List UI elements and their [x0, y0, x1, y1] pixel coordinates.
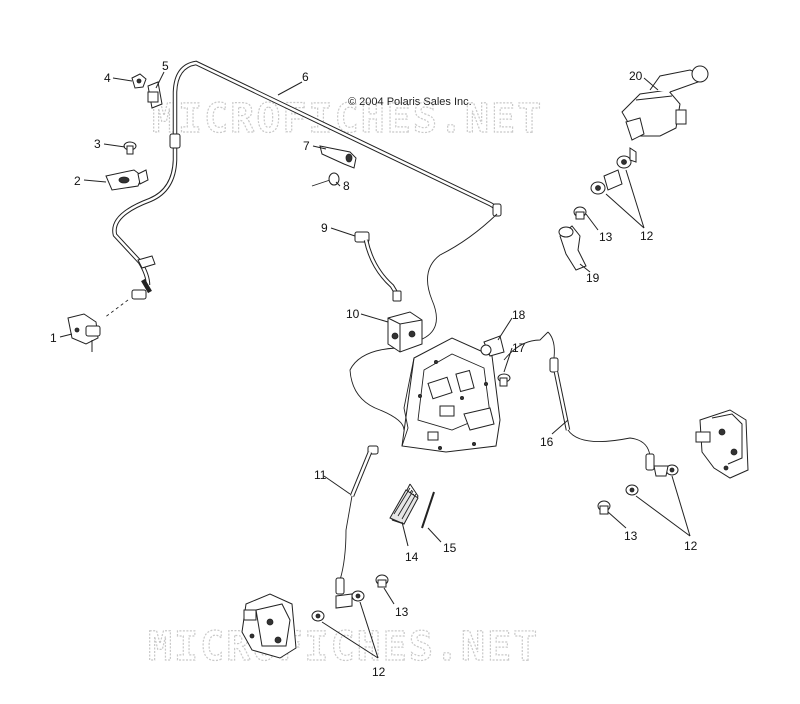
- callout-12-top: 12: [640, 229, 654, 243]
- part-1-tee-block: [67, 313, 101, 352]
- callout-2: 2: [74, 174, 81, 188]
- callout-15: 15: [443, 541, 457, 555]
- part-17-bolt: [497, 373, 511, 387]
- part-13-front-bolt: [375, 574, 389, 588]
- part-18-cap: [480, 335, 505, 357]
- callout-9: 9: [321, 221, 328, 235]
- callout-20: 20: [629, 69, 643, 83]
- part-14-spring: [389, 483, 419, 525]
- callout-12-rear: 12: [684, 539, 698, 553]
- part-12-top-washers: [590, 147, 637, 195]
- part-16-rear-hose: [503, 331, 655, 471]
- callout-5: 5: [162, 59, 169, 73]
- callout-4: 4: [104, 71, 111, 85]
- part-12-rear-washers: [625, 464, 679, 496]
- callout-11: 11: [314, 468, 327, 482]
- part-4-nut: [131, 73, 147, 89]
- callout-6: 6: [302, 70, 309, 84]
- callout-8: 8: [343, 179, 350, 193]
- part-13-top-bolt: [573, 206, 587, 220]
- callout-13-front: 13: [395, 605, 409, 619]
- callouts: 1 2 3 4 5 6 7 8 9 10 11 14 15 16 17 18 1…: [50, 59, 698, 679]
- callout-13-top: 13: [599, 230, 613, 244]
- part-12-front-washers: [311, 590, 365, 622]
- callout-16: 16: [540, 435, 554, 449]
- watermark-bottom: MICROFICHES.NET: [148, 624, 539, 670]
- leader-lines: [59, 71, 691, 659]
- part-8-bolt: [311, 172, 340, 187]
- callout-12-front: 12: [372, 665, 386, 679]
- part-3-screw: [123, 141, 137, 155]
- brake-line-6: [103, 60, 502, 319]
- part-20-master-cylinder: [621, 65, 709, 141]
- part-9-hose: [354, 231, 402, 302]
- part-19-elbow-fitting: [558, 225, 587, 271]
- callout-10: 10: [346, 307, 360, 321]
- part-5-clip: [147, 81, 163, 109]
- callout-17: 17: [512, 341, 526, 355]
- rear-caliper: [695, 409, 749, 479]
- callout-13-rear: 13: [624, 529, 638, 543]
- callout-19: 19: [586, 271, 600, 285]
- callout-3: 3: [94, 137, 101, 151]
- part-10-junction-block: [387, 311, 423, 353]
- part-15-pin: [421, 491, 435, 529]
- part-2-bracket: [105, 169, 149, 191]
- callout-14: 14: [405, 550, 419, 564]
- part-13-rear-bolt: [597, 500, 611, 515]
- callout-1: 1: [50, 331, 57, 345]
- part-7-clamp: [319, 145, 357, 169]
- front-caliper: [241, 593, 297, 659]
- mounting-plate: [401, 337, 501, 453]
- part-11-front-hose: [335, 445, 379, 595]
- copyright-text: © 2004 Polaris Sales Inc.: [348, 96, 472, 108]
- callout-7: 7: [303, 139, 310, 153]
- callout-18: 18: [512, 308, 526, 322]
